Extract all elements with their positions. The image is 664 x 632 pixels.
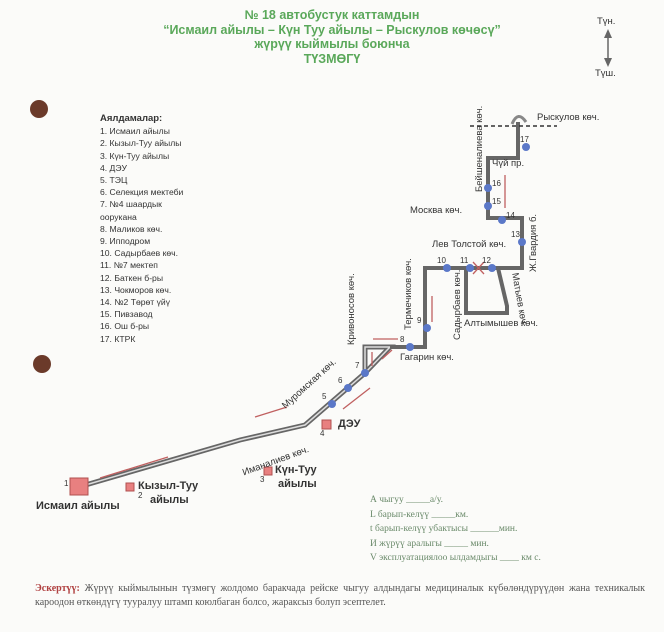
stop-number: 8: [400, 335, 405, 344]
legend-item: 9. Ипподром: [100, 236, 151, 247]
stop-number: 9: [417, 316, 422, 325]
stop-marker: [522, 143, 530, 151]
street-altymyshev: Алтымышев көч.: [464, 318, 539, 329]
stop-number: 12: [482, 256, 491, 265]
stop-marker: [328, 400, 336, 408]
stop-number: 5: [322, 392, 327, 401]
street-tolstoy: Лев Толстой көч.: [432, 239, 507, 250]
title-line: ТҮЗМӨГҮ: [303, 51, 361, 66]
street-chui: Чүй пр.: [492, 158, 525, 169]
stop-number: 15: [492, 197, 501, 206]
stop-marker: [484, 184, 492, 192]
legend-item: 17. КТРК: [100, 333, 136, 344]
street-gagarin: Гагарин көч.: [400, 352, 454, 363]
terminal-stop-1: [69, 477, 89, 496]
stop-number: 3: [260, 475, 265, 484]
legend-item: 13. Чокморов көч.: [100, 284, 172, 295]
legend-item: 8. Маликов көч.: [100, 223, 163, 234]
stop-marker: [406, 343, 414, 351]
legend-item: 3. Күн-Туу айылы: [100, 150, 170, 161]
legend-item: 10. Садырбаев көч.: [100, 248, 179, 259]
legend-item: 6. Селекция мектеби: [100, 187, 184, 198]
place-kyzyl-tuu-2: айылы: [150, 494, 189, 506]
stop-marker: [488, 264, 496, 272]
legend-item: 5. ТЭЦ: [100, 175, 128, 186]
stop-number: 2: [138, 491, 143, 500]
stop-3-marker: [263, 466, 273, 476]
title-line: № 18 автобустук каттамдын: [244, 8, 420, 22]
stop-number: 13: [511, 230, 520, 239]
punch-hole: [33, 355, 51, 373]
stop-marker: [484, 202, 492, 210]
title-line: жүрүү кыймылы боюнча: [254, 37, 410, 51]
stat-line: t барып-келүү убактысы ______мин.: [370, 524, 518, 534]
stop-marker: [498, 216, 506, 224]
street-sadyrbaev: Садырбаев көч.: [452, 269, 463, 340]
stop-number: 1: [64, 479, 69, 488]
legend-item: 2. Кызыл-Туу айылы: [100, 138, 182, 149]
note-label: Эскертүү:: [35, 583, 80, 594]
legend-item: 15. Пивзавод: [100, 309, 153, 320]
legend-item: 4. ДЭУ: [100, 162, 128, 173]
note-text: Жүрүү кыймылынын түзмөгү жолдомо баракча…: [35, 583, 645, 608]
stat-line: V эксплуатациялоо ылдамдыгы ____ км с.: [370, 553, 541, 563]
legend-item: оорукана: [100, 211, 137, 222]
legend-item: 12. Баткен б-ры: [100, 272, 164, 283]
legend-item: 11. №7 мектеп: [100, 260, 158, 271]
stop-number: 7: [355, 361, 360, 370]
legend-item: 1. Исмаил айылы: [100, 126, 170, 137]
stop-marker: [466, 264, 474, 272]
stop-marker: [518, 238, 526, 246]
stop-marker: [443, 264, 451, 272]
page-title: № 18 автобустук каттамдын “Исмаил айылы …: [0, 8, 664, 66]
street-termechikov: Термечиков көч.: [403, 258, 414, 330]
stat-line: L барып-келүү _____км.: [370, 509, 469, 520]
street-beishenalieva: Бейшеналиева көч.: [474, 105, 485, 192]
stop-number: 10: [437, 256, 446, 265]
street-krivonosov: Кривоносов көч.: [346, 273, 357, 345]
legend-item: 7. №4 шаардык: [100, 199, 162, 210]
title-line: “Исмаил айылы – Күн Туу айылы – Рыскулов…: [163, 22, 501, 37]
place-kun-tuu: Күн-Туу: [275, 464, 317, 476]
place-kun-tuu-2: айылы: [278, 478, 317, 490]
stop-number: 14: [506, 211, 515, 220]
street-moskva: Москва көч.: [410, 205, 463, 216]
punch-hole: [30, 100, 48, 118]
place-deu: ДЭУ: [338, 418, 361, 430]
street-ryskulov: Рыскулов көч.: [537, 112, 600, 123]
stop-number: 11: [460, 256, 469, 265]
legend-item: 14. №2 Төрөт үйү: [100, 297, 171, 308]
stop-number: 4: [320, 429, 325, 438]
route-stats: А чыгуу _____а/у. L барып-келүү _____км.t…: [370, 493, 541, 566]
stop-2-marker: [125, 482, 135, 492]
stop-marker: [423, 324, 431, 332]
stop-marker: [361, 369, 369, 377]
stop-number: 16: [492, 179, 501, 188]
street-gvardia: Ж.Гвардия б.: [528, 213, 539, 272]
stop-number: 6: [338, 376, 343, 385]
stat-line: А чыгуу _____а/у.: [370, 495, 443, 505]
stop-number: 17: [520, 135, 529, 144]
place-ismail: Исмаил айылы: [36, 500, 120, 512]
stat-line: И жүрүү аралыгы _____ мин.: [370, 538, 489, 549]
direction-arrows: [99, 175, 506, 479]
stop-4-marker: [321, 419, 332, 430]
place-kyzyl-tuu: Кызыл-Туу: [138, 480, 199, 492]
compass-south: Түш.: [595, 68, 616, 79]
legend-heading: Аялдамалар:: [100, 113, 163, 124]
stop-marker: [344, 384, 352, 392]
legend-item: 16. Ош б-ры: [100, 321, 150, 332]
compass-arrow-icon: [604, 29, 612, 67]
note: Эскертүү: Жүрүү кыймылынын түзмөгү жолдо…: [35, 582, 645, 610]
compass-north: Түн.: [597, 16, 616, 27]
